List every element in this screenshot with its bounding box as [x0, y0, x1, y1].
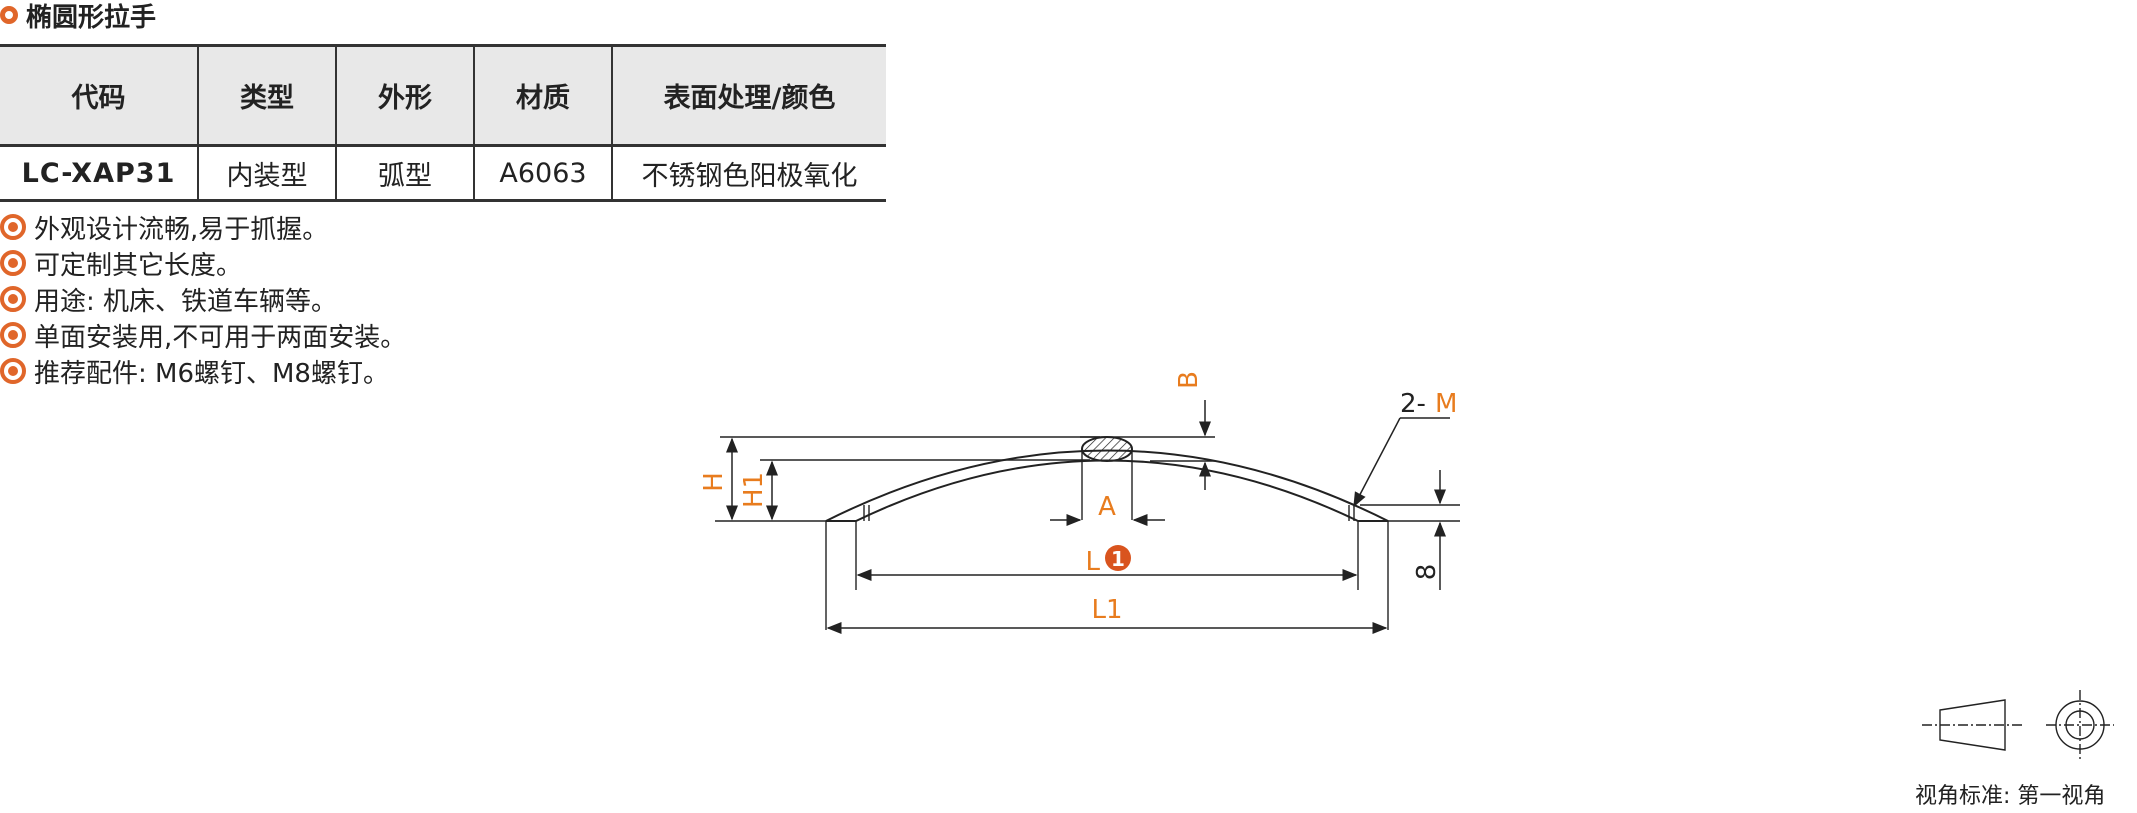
header-shape: 外形: [335, 44, 474, 147]
header-material: 材质: [473, 44, 612, 147]
dim-label-L: L: [1086, 547, 1101, 577]
cross-section: [1081, 436, 1133, 462]
table-header-row: 代码 类型 外形 材质 表面处理/颜色: [0, 44, 886, 147]
feature-text: 用途: 机床、铁道车辆等。: [34, 286, 338, 317]
feature-text: 单面安装用,不可用于两面安装。: [34, 322, 407, 353]
target-bullet-icon: [0, 286, 26, 312]
section-title: 椭圆形拉手: [0, 0, 156, 33]
hole-marks: [863, 505, 1355, 521]
feature-text: 可定制其它长度。: [34, 250, 243, 281]
list-item: 单面安装用,不可用于两面安装。: [0, 317, 406, 353]
header-code: 代码: [0, 44, 199, 147]
header-type: 类型: [197, 44, 336, 147]
feature-text: 外观设计流畅,易于抓握。: [34, 214, 329, 245]
target-bullet-icon: [0, 250, 26, 276]
cell-type: 内装型: [197, 145, 336, 202]
handle-technical-drawing: H H1 B A L 1 L1 2- M 8: [699, 371, 1460, 634]
spec-table: 代码 类型 外形 材质 表面处理/颜色 LC-XAP31 内装型 弧型 A606…: [0, 44, 886, 202]
target-bullet-icon: [0, 322, 26, 348]
dim-label-thickness: 8: [1412, 564, 1442, 581]
dim-label-A: A: [1098, 492, 1116, 522]
cell-finish: 不锈钢色阳极氧化: [611, 145, 886, 202]
cell-shape: 弧型: [335, 145, 474, 202]
section-title-text: 椭圆形拉手: [26, 2, 157, 33]
list-item: 外观设计流畅,易于抓握。: [0, 209, 406, 245]
extension-lines: [715, 436, 1460, 630]
dimension-lines: [726, 400, 1450, 634]
circle-bullet-icon: [0, 6, 18, 24]
header-finish: 表面处理/颜色: [611, 44, 886, 147]
dim-label-H: H: [699, 472, 729, 492]
dim-label-H1: H1: [739, 472, 769, 508]
feature-text: 推荐配件: M6螺钉、M8螺钉。: [34, 358, 389, 389]
list-item: 可定制其它长度。: [0, 245, 406, 281]
projection-label: 视角标准: 第一视角: [1915, 784, 2106, 809]
dim-label-B: B: [1174, 371, 1204, 389]
target-bullet-icon: [0, 358, 26, 384]
table-row: LC-XAP31 内装型 弧型 A6063 不锈钢色阳极氧化: [0, 145, 886, 202]
holes-prefix: 2-: [1400, 389, 1426, 419]
cell-material: A6063: [473, 145, 612, 202]
feature-list: 外观设计流畅,易于抓握。 可定制其它长度。 用途: 机床、铁道车辆等。 单面安装…: [0, 209, 406, 389]
L-badge-circle: [1105, 545, 1131, 571]
list-item: 推荐配件: M6螺钉、M8螺钉。: [0, 353, 406, 389]
first-angle-projection-symbol: [1922, 690, 2114, 760]
target-bullet-icon: [0, 214, 26, 240]
list-item: 用途: 机床、铁道车辆等。: [0, 281, 406, 317]
cell-code[interactable]: LC-XAP31: [0, 145, 199, 202]
L-badge-number: 1: [1111, 547, 1125, 571]
handle-arc-outline: [825, 449, 1389, 522]
dim-label-L1: L1: [1091, 595, 1122, 625]
holes-thread-M: M: [1435, 389, 1457, 419]
